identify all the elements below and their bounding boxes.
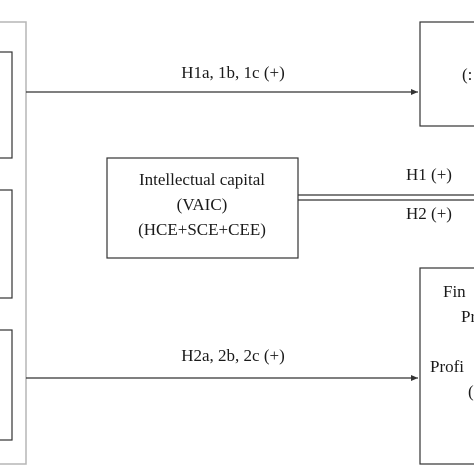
right-box-bottom-line-2: Pr xyxy=(461,307,474,326)
edge-h1-label: H1 (+) xyxy=(406,165,452,184)
right-box-bottom-line-5: ( xyxy=(468,382,474,401)
left-box-top xyxy=(0,51,13,159)
intellectual-capital-line-1: Intellectual capital xyxy=(139,170,265,189)
left-box-middle xyxy=(0,189,13,299)
right-box-top xyxy=(419,21,474,127)
right-box-top-text: (: xyxy=(462,65,472,84)
intellectual-capital-box xyxy=(106,157,299,259)
intellectual-capital-line-2: (VAIC) xyxy=(177,195,228,214)
right-box-bottom xyxy=(419,267,474,465)
edge-bottom-label: H2a, 2b, 2c (+) xyxy=(181,346,285,365)
intellectual-capital-line-3: (HCE+SCE+CEE) xyxy=(138,220,266,239)
left-box-bottom xyxy=(0,329,13,441)
right-box-bottom-line-1: Fin xyxy=(443,282,466,301)
right-box-bottom-line-4: Profi xyxy=(430,357,464,376)
edge-top-label: H1a, 1b, 1c (+) xyxy=(181,63,285,82)
edge-h2-label: H2 (+) xyxy=(406,204,452,223)
